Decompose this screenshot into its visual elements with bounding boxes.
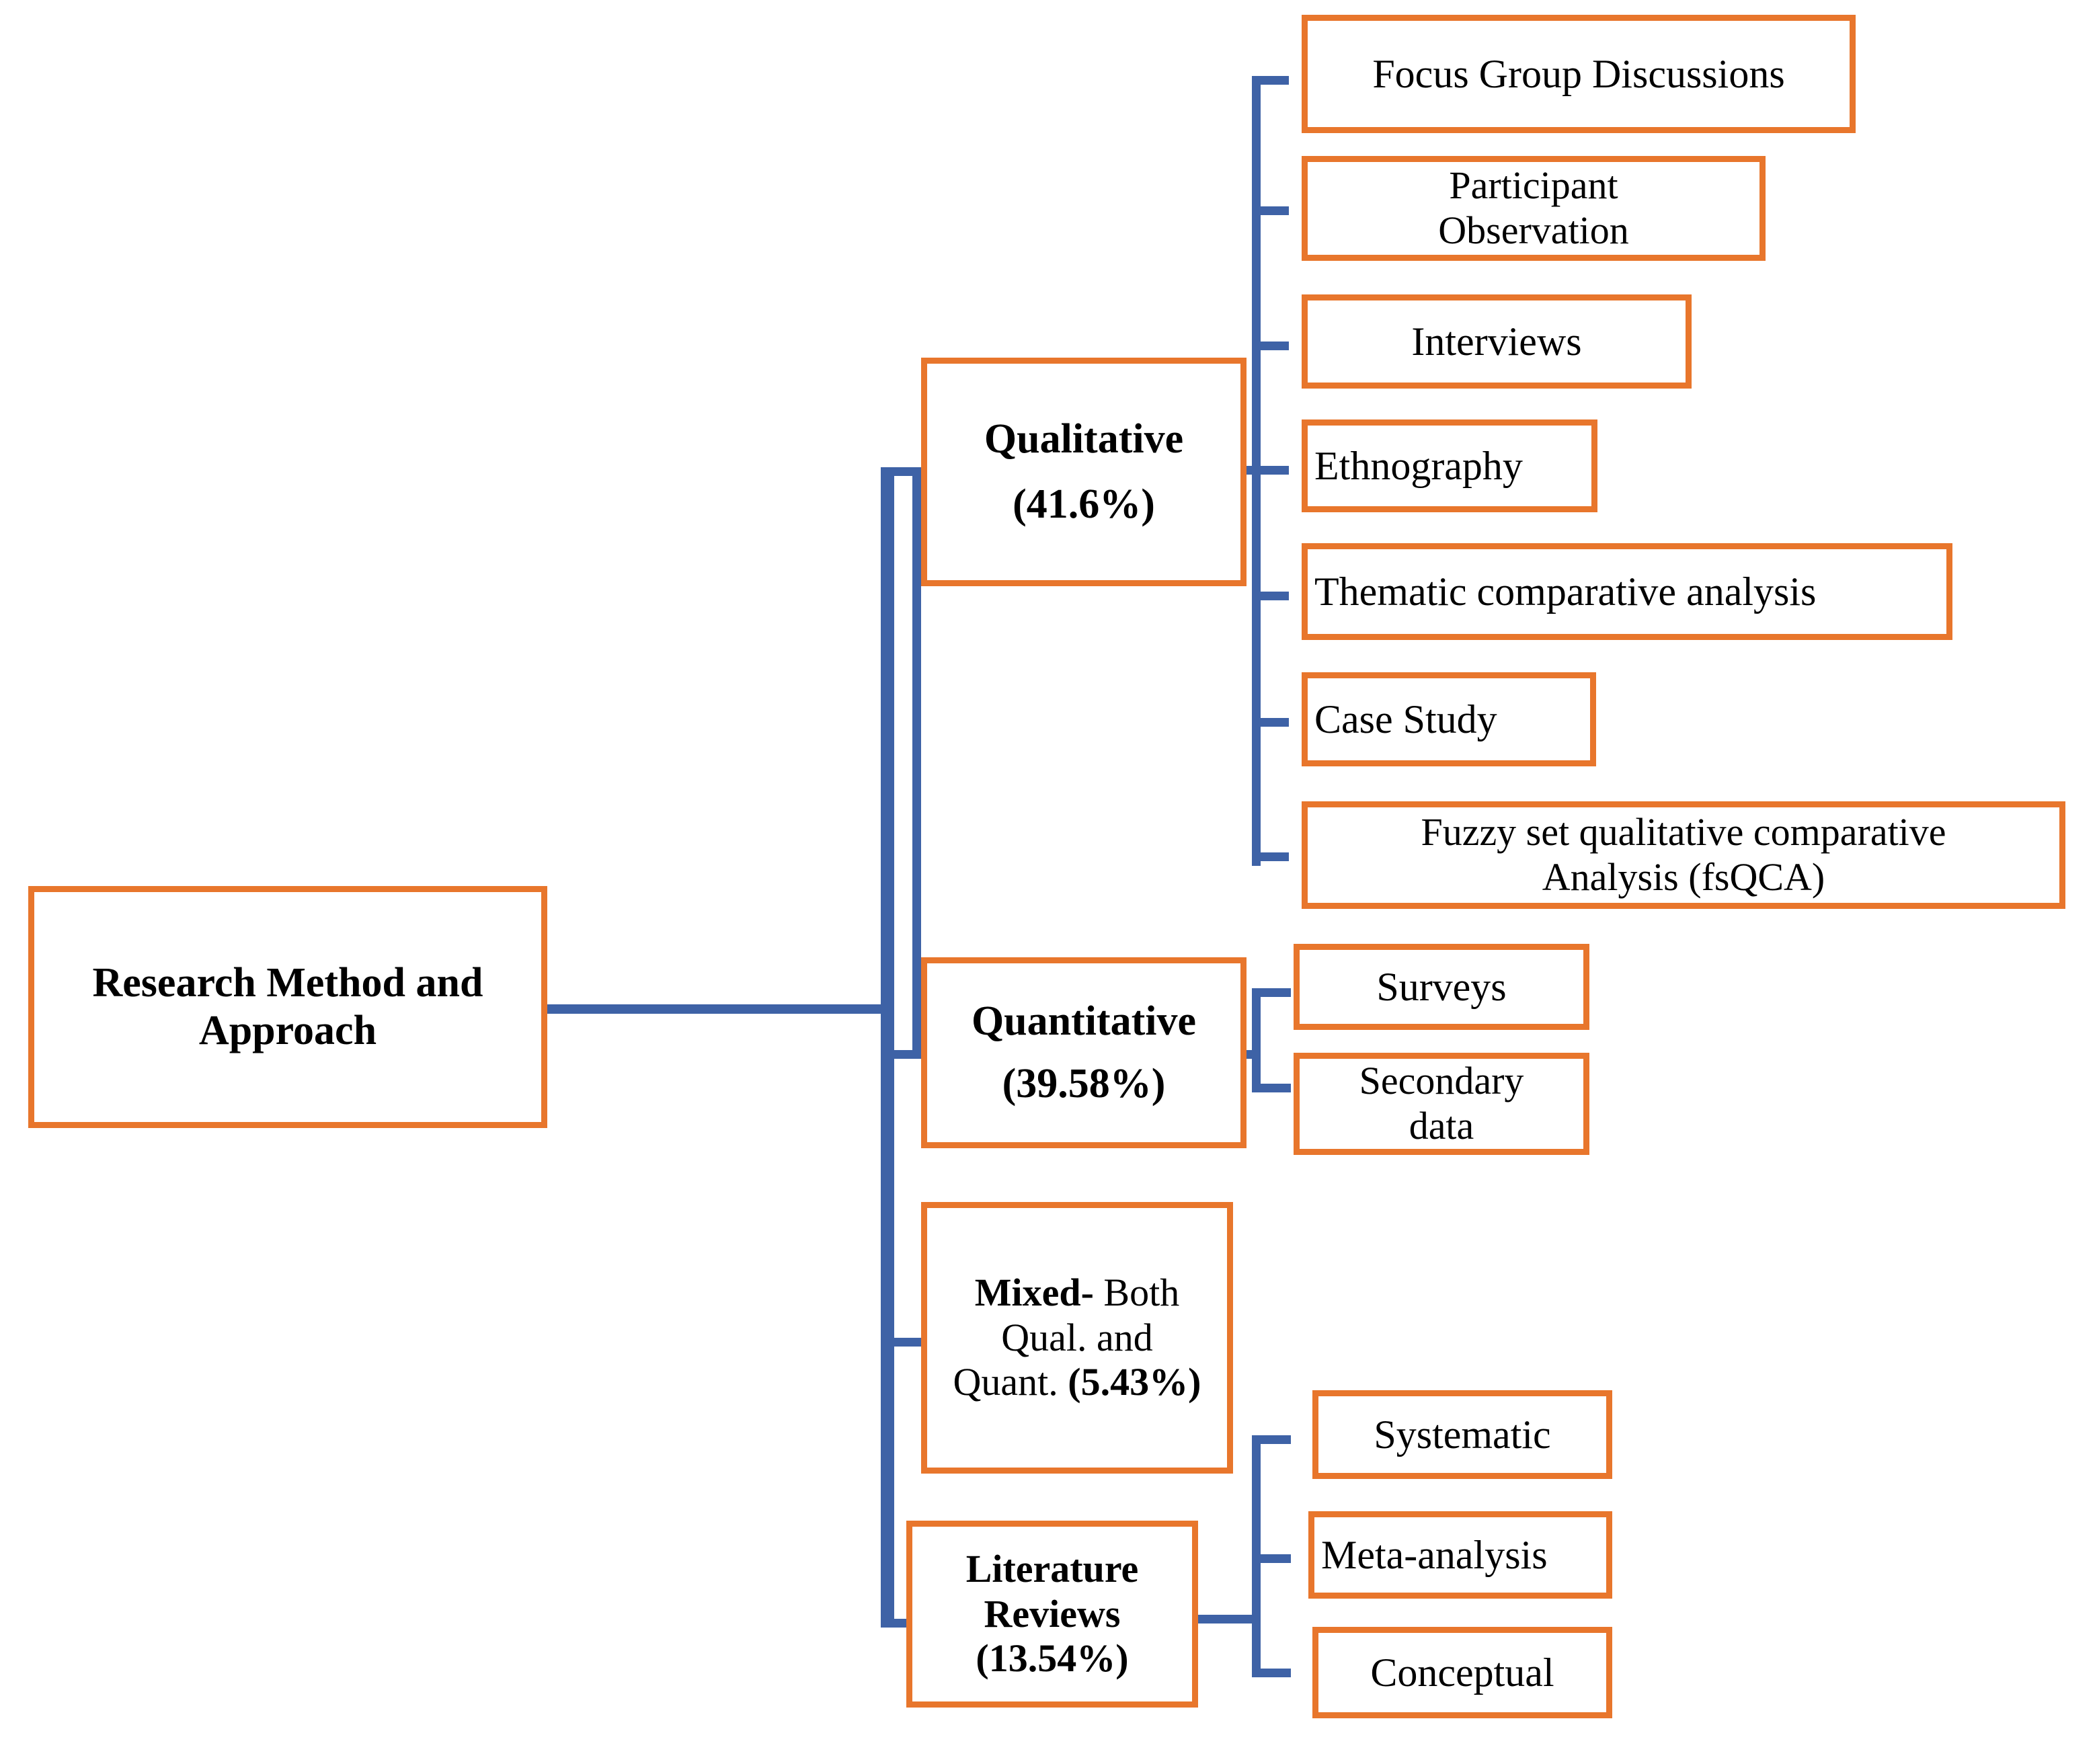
node-root[interactable]: Research Method and Approach (28, 886, 547, 1128)
leaf-meta-analysis-label: Meta-analysis (1321, 1532, 1548, 1577)
leaf-interviews-label: Interviews (1411, 319, 1582, 364)
edge-lit-child-0 (1252, 1435, 1291, 1444)
edge-lit-child-1 (1252, 1554, 1291, 1563)
leaf-interviews[interactable]: Interviews (1302, 294, 1692, 389)
mixed-line-3-plain: Quant. (953, 1360, 1068, 1404)
leaf-fsqca-line-2: Analysis (fsQCA) (1542, 855, 1825, 899)
mixed-line-3: Quant. (5.43%) (953, 1360, 1201, 1405)
mixed-line-1: Mixed- Both (953, 1271, 1201, 1316)
leaf-focus-group-discussions[interactable]: Focus Group Discussions (1302, 15, 1856, 133)
mixed-label-bold: Mixed- (974, 1270, 1094, 1314)
edge-qual-child-4 (1252, 592, 1289, 600)
node-quantitative[interactable]: Quantitative (39.58%) (921, 957, 1247, 1148)
quantitative-percent: (39.58%) (1002, 1061, 1166, 1107)
leaf-case-study[interactable]: Case Study (1302, 672, 1596, 766)
mixed-percent: (5.43%) (1068, 1360, 1201, 1404)
edge-trunk-mixed (881, 1338, 921, 1347)
edge-qual-child-0 (1252, 76, 1289, 85)
edge-main-trunk (881, 471, 894, 1627)
leaf-systematic[interactable]: Systematic (1312, 1390, 1612, 1479)
leaf-participant-line-2: Observation (1438, 208, 1629, 252)
mixed-line-2: Qual. and (1001, 1315, 1153, 1359)
edge-qualitative-riser (912, 467, 921, 1052)
leaf-systematic-label: Systematic (1374, 1412, 1551, 1457)
edge-qual-child-1 (1252, 206, 1289, 215)
root-line-1: Research Method and (92, 959, 483, 1006)
leaf-fsqca-line-1: Fuzzy set qualitative comparative (1421, 810, 1946, 854)
node-mixed[interactable]: Mixed- Both Qual. and Quant. (5.43%) (921, 1202, 1233, 1474)
leaf-meta-analysis[interactable]: Meta-analysis (1308, 1511, 1612, 1599)
edge-quant-child-1 (1252, 1084, 1291, 1092)
node-qualitative[interactable]: Qualitative (41.6%) (921, 358, 1247, 586)
leaf-ethnography-label: Ethnography (1314, 443, 1523, 488)
edge-qual-child-5 (1252, 718, 1289, 727)
edge-root-to-trunk (546, 1004, 890, 1014)
leaf-case-study-label: Case Study (1314, 696, 1497, 741)
leaf-ethnography[interactable]: Ethnography (1302, 419, 1597, 512)
qualitative-name: Qualitative (984, 415, 1184, 462)
leaf-thematic-label: Thematic comparative analysis (1314, 569, 1817, 614)
edge-qual-child-2 (1252, 342, 1289, 350)
leaf-conceptual-label: Conceptual (1370, 1650, 1554, 1695)
quantitative-name: Quantitative (971, 998, 1197, 1044)
edge-lit-child-2 (1252, 1669, 1291, 1677)
root-line-2: Approach (198, 1008, 377, 1053)
edge-quant-child-0 (1252, 988, 1291, 997)
leaf-surveys-label: Surveys (1376, 964, 1507, 1009)
edge-lit-box-to-spine (1197, 1615, 1260, 1623)
leaf-secondary-line-2: data (1409, 1104, 1474, 1148)
edge-qual-child-3 (1252, 466, 1289, 475)
leaf-thematic-comparative-analysis[interactable]: Thematic comparative analysis (1302, 543, 1952, 640)
leaf-secondary-line-1: Secondary (1359, 1059, 1524, 1103)
leaf-surveys[interactable]: Surveys (1294, 944, 1589, 1030)
edge-quant-children-spine (1252, 988, 1261, 1092)
literature-line-1: Literature (965, 1546, 1139, 1591)
qualitative-percent: (41.6%) (1013, 481, 1155, 527)
edge-trunk-qualitative (881, 467, 921, 476)
literature-percent: (13.54%) (976, 1636, 1129, 1681)
leaf-secondary-data[interactable]: Secondary data (1294, 1053, 1589, 1155)
literature-line-2: Reviews (984, 1591, 1121, 1636)
leaf-participant-observation[interactable]: Participant Observation (1302, 156, 1766, 261)
mixed-label-rest: Both (1093, 1270, 1180, 1314)
edge-trunk-quantitative (881, 1050, 921, 1059)
edge-qual-child-6 (1252, 852, 1289, 861)
leaf-participant-line-1: Participant (1449, 163, 1618, 208)
leaf-fsqca[interactable]: Fuzzy set qualitative comparative Analys… (1302, 801, 2065, 909)
node-literature-reviews[interactable]: Literature Reviews (13.54%) (906, 1521, 1198, 1708)
leaf-conceptual[interactable]: Conceptual (1312, 1627, 1612, 1718)
leaf-focus-group-discussions-label: Focus Group Discussions (1372, 51, 1785, 96)
